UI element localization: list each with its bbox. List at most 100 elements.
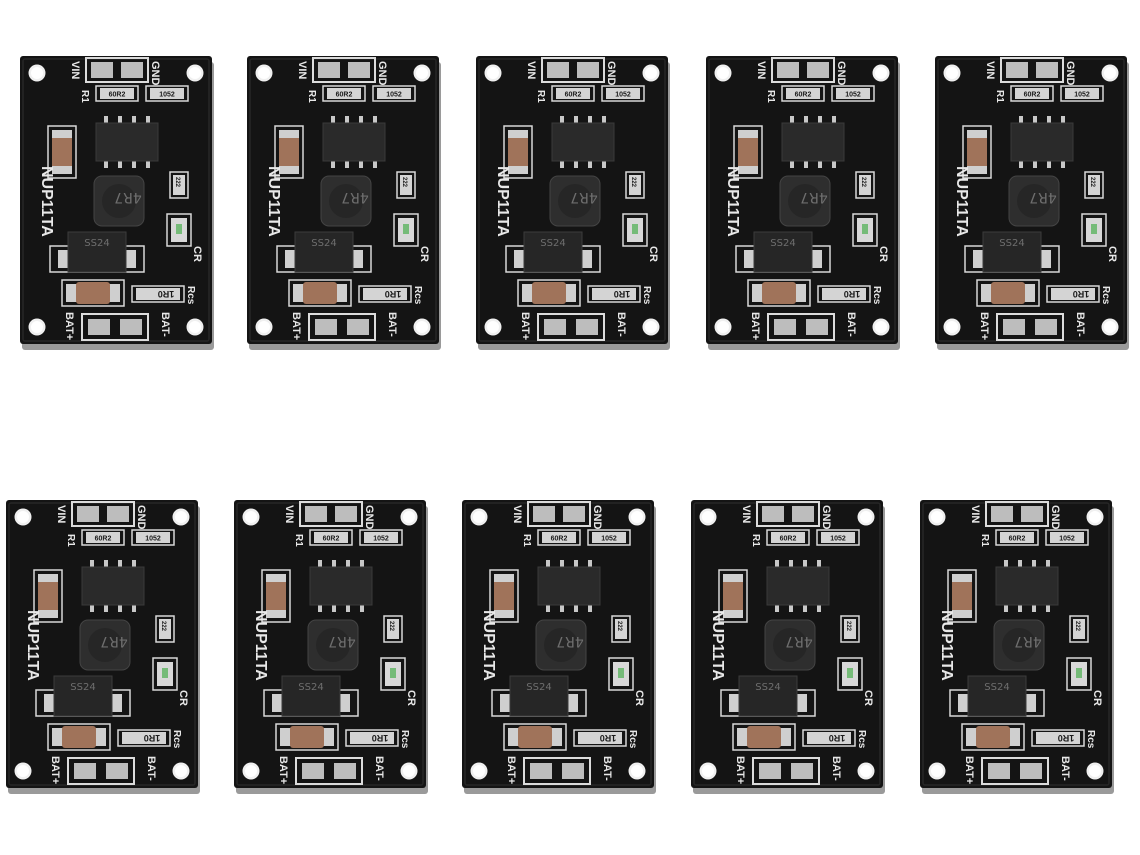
pcb-drawing: VIN GND R1 60R2 1052 [706,56,900,350]
mounting-hole [186,64,204,82]
led-label: CR [177,690,189,706]
ic-chip [81,560,145,612]
bottom-capacitor [976,726,1010,748]
diode [738,675,798,717]
r1-footprint [766,529,810,546]
pcb-drawing: VIN GND R1 60R2 1052 [462,500,656,794]
gnd-pad [335,506,357,522]
bottom-capacitor [518,726,552,748]
small-resistor-footprint [840,615,860,643]
bottom-capacitor [532,282,566,304]
vin-label: VIN [283,505,295,523]
vin-pad [305,506,327,522]
capacitor-footprint [733,125,763,179]
gnd-pad [792,506,814,522]
bat-plus-pad [544,319,566,335]
r1-value: 60R2 [95,536,112,543]
rcs-value: 1R0 [600,733,617,743]
model-label: NUP11TA [953,166,970,237]
mounting-hole [186,318,204,336]
r2-value: 1052 [615,92,631,99]
input-terminal-frame [527,501,591,527]
bat-plus-label: BAT+ [277,756,289,784]
capacitor-footprint [962,125,992,179]
small-resistor-footprint [625,171,645,199]
bottom-capacitor [762,282,796,304]
small-resistor-footprint [1069,615,1089,643]
capacitor [738,130,758,174]
rcs-footprint [802,729,856,747]
inductor [307,619,359,671]
r2-value: 1052 [1059,536,1075,543]
capacitor-cap-end [494,574,514,582]
capacitor-footprint [261,569,291,623]
gnd-pad [1021,506,1043,522]
led-label: CR [647,246,659,262]
r2-footprint [131,529,175,546]
inductor-label: 4R7 [341,189,369,205]
r1-label: R1 [750,534,761,547]
vin-pad [762,506,784,522]
rcs-label: Rcs [412,286,423,305]
r2-value: 1052 [373,536,389,543]
gnd-pad [107,506,129,522]
diode [294,231,354,273]
small-resistor-footprint [383,615,403,643]
r1-value: 60R2 [336,92,353,99]
capacitor-cap-end [266,610,286,618]
small-resistor [400,175,412,195]
charger-module-board: VIN GND R1 60R2 1052 [920,500,1116,796]
model-label: NUP11TA [724,166,741,237]
r1-footprint [322,85,366,102]
r1-value: 60R2 [1024,92,1041,99]
rcs-value: 1R0 [1073,289,1090,299]
bottom-capacitor-footprint [47,723,111,751]
bat-minus-pad [106,763,128,779]
led-lens [1076,668,1082,678]
mounting-hole [470,762,488,780]
diode [967,675,1027,717]
small-resistor-label: 222 [174,177,180,188]
capacitor-cap-end [952,574,972,582]
mounting-hole [484,318,502,336]
r2-footprint [1045,529,1089,546]
ic-chip [537,560,601,612]
gnd-pad [807,62,829,78]
rcs-value: 1R0 [844,289,861,299]
r1-resistor [100,88,134,99]
r1-footprint [995,529,1039,546]
vin-label: VIN [296,61,308,79]
bat-minus-label: BAT- [373,756,385,781]
charger-module-board: VIN GND R1 60R2 1052 [935,56,1131,352]
charger-module-board: VIN GND R1 60R2 1052 [234,500,430,796]
bat-plus-label: BAT+ [505,756,517,784]
vin-pad [547,62,569,78]
small-resistor-label: 222 [1089,177,1095,188]
mounting-hole [714,318,732,336]
bat-plus-label: BAT+ [734,756,746,784]
bat-plus-label: BAT+ [519,312,531,340]
r1-footprint [81,529,125,546]
capacitor-cap-end [723,610,743,618]
small-resistor [159,619,171,639]
r2-resistor [592,532,626,543]
inductor [79,619,131,671]
bat-plus-pad [988,763,1010,779]
inductor-label: 4R7 [114,189,142,205]
gnd-pad [577,62,599,78]
battery-terminal-frame [767,313,835,341]
vin-pad [777,62,799,78]
r1-resistor [327,88,361,99]
rcs-value: 1R0 [614,289,631,299]
bat-minus-label: BAT- [830,756,842,781]
led-lens [390,668,396,678]
bat-minus-pad [334,763,356,779]
diode-label: SS24 [84,238,109,249]
r1-resistor [556,88,590,99]
model-label: NUP11TA [252,610,269,681]
capacitor-footprint [489,569,519,623]
gnd-label: GND [591,505,603,530]
led-footprint [852,213,878,247]
capacitor-cap-end [967,130,987,138]
